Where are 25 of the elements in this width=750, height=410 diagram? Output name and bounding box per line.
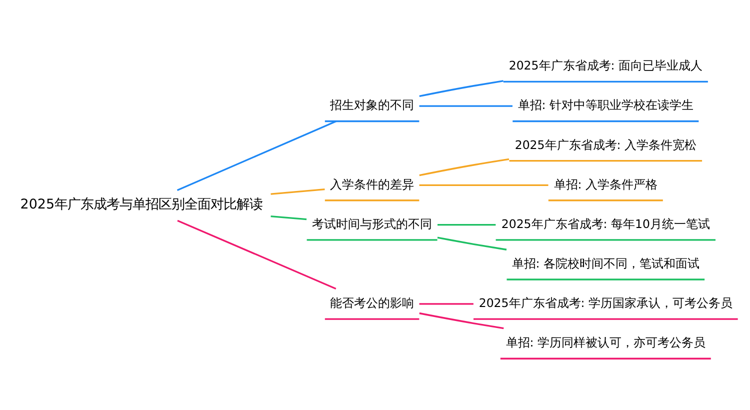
connector	[438, 224, 496, 226]
connector	[270, 215, 307, 220]
connector	[419, 184, 548, 186]
connector	[270, 188, 325, 195]
node-text: 2025年广东省成考: 面向已毕业成人	[508, 58, 702, 73]
connector	[419, 158, 510, 176]
node-text: 单招: 针对中等职业学校在读学生	[518, 98, 694, 112]
node-text: 单招: 各院校时间不同，笔试和面试	[512, 256, 700, 270]
node-text: 2025年广东成考与单招区别全面对比解读	[20, 198, 263, 213]
connector	[437, 236, 507, 250]
connector	[419, 105, 512, 107]
connector	[419, 80, 504, 98]
node-text: 入学条件的差异	[330, 177, 414, 192]
connector	[177, 220, 336, 290]
node-text: 2025年广东省成考: 入学条件宽松	[514, 138, 696, 152]
connector	[419, 312, 504, 330]
node-text: 招生对象的不同	[330, 98, 414, 112]
node-text: 考试时间与形式的不同	[312, 216, 432, 231]
node-text: 单招: 学历同样被认可，亦可考公务员	[506, 336, 706, 350]
connector	[419, 303, 474, 305]
node-text: 2025年广东省成考: 每年10月统一笔试	[501, 216, 710, 231]
node-text: 能否考公的影响	[330, 296, 414, 310]
node-text: 2025年广东省成考: 学历国家承认，可考公务员	[478, 296, 732, 310]
connector	[176, 120, 337, 191]
node-text: 单招: 入学条件严格	[554, 177, 658, 192]
